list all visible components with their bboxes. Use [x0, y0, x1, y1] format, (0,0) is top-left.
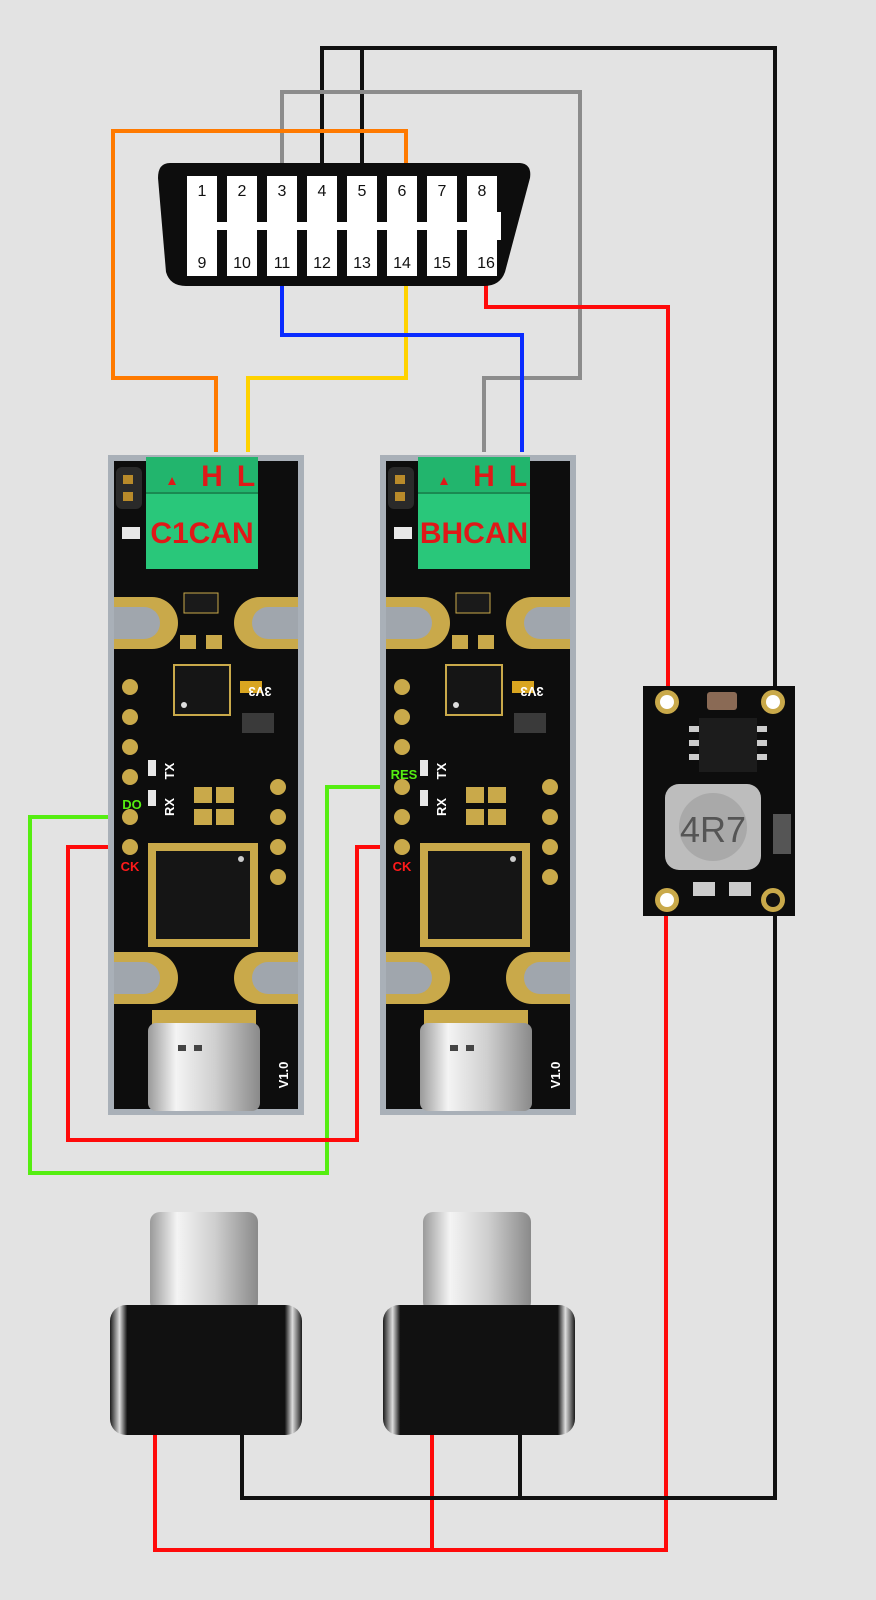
obd-pin-8: 8 [478, 183, 487, 200]
usb-c-port [148, 1010, 260, 1111]
mcu-chip [148, 843, 258, 947]
pad-data-label: RES [391, 767, 418, 782]
wire-black-pin4 [320, 46, 777, 700]
version-label: V1.0 [548, 1062, 563, 1089]
obd-pin-9: 9 [198, 255, 207, 272]
wire-red-clock [66, 845, 402, 1142]
obd-pin-15: 15 [433, 255, 451, 272]
usb-c-port [420, 1010, 532, 1111]
obd-pin-16: 16 [477, 255, 495, 272]
wire-black-ground [240, 900, 777, 1500]
obd-pin-7: 7 [438, 183, 447, 200]
pad-clock-label: CK [121, 859, 140, 874]
obd-pin-6: 6 [398, 183, 407, 200]
terminal-l-label: L [237, 460, 255, 493]
inductor-marking: 4R7 [680, 809, 746, 850]
wire-red-pin16 [484, 272, 670, 700]
label-rx: RX [434, 798, 449, 816]
pad-data-label: DO [122, 797, 142, 812]
wire-yellow [246, 272, 408, 452]
can-terminal-block: H L C1CAN [146, 457, 258, 569]
label-rx: RX [162, 798, 177, 816]
obd-pin-5: 5 [358, 183, 367, 200]
mcu-chip [420, 843, 530, 947]
board-name: BHCAN [420, 517, 528, 550]
obd-connector: 1 2 3 4 5 6 7 8 9 10 11 12 13 14 15 16 [158, 163, 531, 286]
can-terminal-block: H L BHCAN [418, 457, 530, 569]
label-tx: TX [162, 762, 177, 779]
board-bhcan: H L BHCAN [380, 455, 576, 1115]
obd-pin-2: 2 [238, 183, 247, 200]
terminal-h-label: H [473, 460, 495, 493]
pad-clock-label: CK [393, 859, 412, 874]
wire-green [28, 785, 402, 1175]
terminal-l-label: L [509, 460, 527, 493]
obd-pin-1: 1 [198, 183, 207, 200]
usb-c-plug-right [383, 1212, 575, 1435]
obd-pin-11: 11 [274, 255, 291, 272]
wire-blue [280, 272, 524, 452]
board-name: C1CAN [150, 517, 253, 550]
obd-pin-12: 12 [313, 255, 331, 272]
terminal-h-label: H [201, 460, 223, 493]
obd-pin-13: 13 [353, 255, 371, 272]
buck-converter-module: 4R7 [643, 686, 795, 916]
obd-pin-10: 10 [233, 255, 251, 272]
usb-c-plug-left [110, 1212, 302, 1435]
board-c1can: H L C1CAN [108, 455, 304, 1115]
label-tx: TX [434, 762, 449, 779]
wire-red-power [153, 900, 668, 1552]
wire-orange [111, 129, 408, 452]
obd-pin-14: 14 [393, 255, 411, 272]
version-label: V1.0 [276, 1062, 291, 1089]
inductor: 4R7 [665, 784, 761, 870]
wire-grey [280, 90, 582, 452]
label-3v3: 3V3 [248, 684, 271, 699]
label-3v3: 3V3 [520, 684, 543, 699]
obd-pin-4: 4 [318, 183, 327, 200]
obd-pin-3: 3 [278, 183, 287, 200]
